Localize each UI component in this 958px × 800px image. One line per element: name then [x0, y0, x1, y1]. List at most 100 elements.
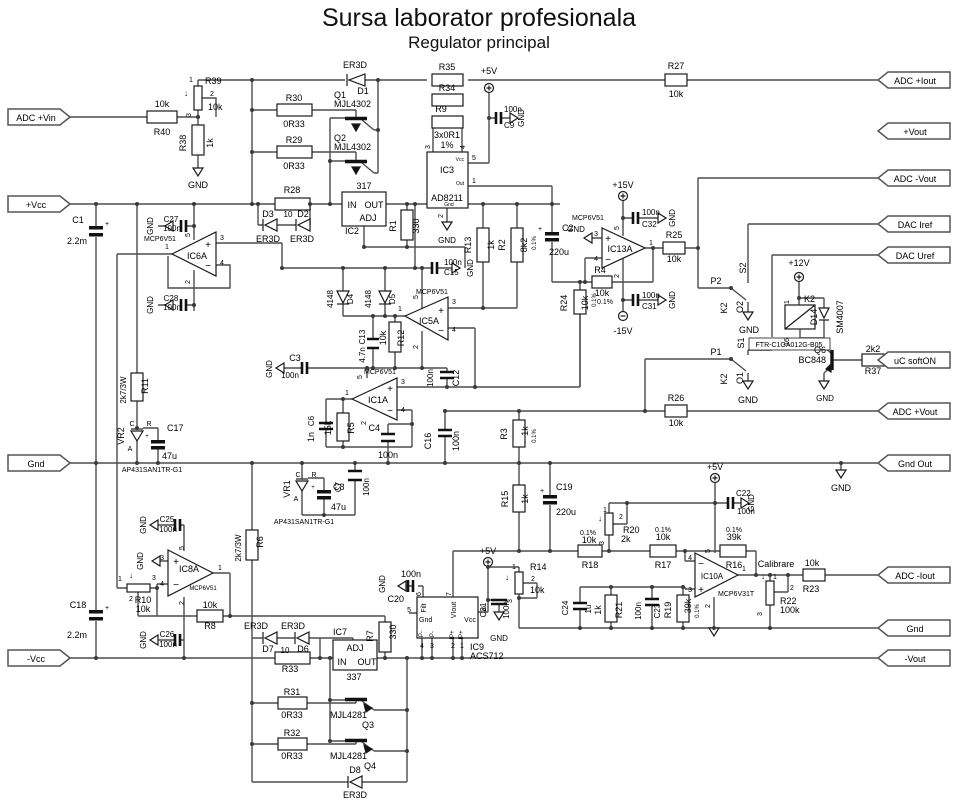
ic2-box — [341, 191, 387, 227]
c7-val: 100n — [362, 478, 371, 496]
c16-val: 100n — [451, 431, 461, 451]
r19-ref: R19 — [663, 602, 673, 619]
ic10a-pin3: 3 — [688, 587, 692, 594]
gnd-ic13: GND — [567, 225, 585, 234]
c23-ref: C23 — [653, 603, 662, 618]
c21-val: 100n — [502, 601, 511, 619]
q6-val: BC848 — [798, 355, 826, 365]
ic8a-ref: IC8A — [179, 564, 199, 574]
c23-val: 100n — [634, 602, 643, 620]
ic9-viout: VIout — [451, 602, 458, 618]
term-adc-vin: ADC +Vin — [16, 113, 56, 123]
c4-ref: C4 — [368, 423, 380, 433]
vreg-vr1 — [294, 480, 310, 493]
ic8a-plus: + — [173, 557, 179, 568]
ic9-box — [416, 596, 479, 639]
d3-ref: D3 — [262, 209, 274, 219]
r20-arrow: ↓ — [598, 514, 602, 523]
r4-val: 10k — [595, 288, 610, 298]
r18-tol: 0.1% — [580, 530, 596, 537]
ic10a-pin4: 4 — [688, 555, 692, 562]
ap431-2: AP431SAN1TR-G1 — [122, 467, 182, 474]
resistor-r1 — [400, 209, 414, 241]
ic8a-pin4: 4 — [160, 581, 164, 588]
ic9-filt: Filt — [421, 603, 428, 612]
terminal-adc-vin — [7, 108, 72, 126]
ic5a-minus: − — [438, 326, 444, 337]
ic8a-pin2: 2 — [179, 601, 186, 605]
resistor-r4 — [591, 275, 613, 289]
r31-ref: R31 — [284, 687, 301, 697]
c8-plus: + — [311, 485, 315, 491]
resistor-r11 — [130, 372, 144, 402]
calibrare: Calibrare — [758, 559, 795, 569]
term-adc-vout-pos: ADC +Vout — [893, 407, 938, 417]
opamp-ic10a — [694, 552, 740, 598]
d3-val: ER3D — [256, 234, 281, 244]
terminal-adc-iout-neg — [876, 566, 951, 584]
opamp-ic1a — [350, 377, 398, 421]
ic13a-ref: IC13A — [607, 244, 632, 254]
resistor-r23 — [802, 568, 826, 582]
r39-pin2: 2 — [210, 91, 214, 98]
resistor-r17 — [649, 544, 677, 558]
vr1-c: C — [295, 472, 300, 479]
r30-val: 0R33 — [283, 119, 305, 129]
electrolytic-caps — [89, 226, 559, 621]
resistor-r29 — [276, 145, 313, 159]
term-adc-iout-pos: ADC +Iout — [894, 76, 936, 86]
vr2-a: A — [128, 446, 133, 453]
r10-ref: R10 — [135, 595, 152, 605]
ic2-adj: ADJ — [359, 213, 376, 223]
c17-plus: + — [145, 434, 149, 440]
r20-ref: R20 — [623, 525, 640, 535]
ic1a-pin4: 4 — [401, 407, 405, 414]
ic3-out: Out — [456, 181, 465, 187]
c20-val: 100n — [401, 569, 421, 579]
r19-tol: 0.1% — [695, 604, 701, 618]
gnd-icon-o1 — [741, 380, 755, 391]
r8-ref: R8 — [204, 621, 216, 631]
resistor-r8 — [196, 609, 224, 623]
gnd-c21: GND — [490, 634, 508, 643]
r22-pin2: 2 — [790, 585, 794, 592]
s1-lbl: S1 — [736, 337, 746, 348]
schematic-subtitle: Regulator principal — [408, 33, 550, 52]
r1-ref: R1 — [388, 220, 398, 232]
r19-val: 39k — [683, 598, 693, 613]
c1-val: 2.2m — [67, 236, 87, 246]
gnd-c28: GND — [146, 296, 155, 314]
opamp-ic6a — [170, 231, 217, 277]
r30-ref: R30 — [286, 93, 303, 103]
gnd-c32: GND — [668, 209, 677, 227]
r14-val: 10k — [530, 585, 545, 595]
c24-ref: C24 — [561, 600, 570, 615]
relay-val: FTR-C1GA012G-B05 — [756, 342, 823, 349]
gnd-c9: GND — [517, 109, 526, 127]
vreg-vr2 — [129, 430, 145, 443]
q1-ref: Q1 — [334, 90, 346, 100]
k2-pin1: 1 — [784, 300, 791, 304]
resistor-r30 — [276, 103, 313, 117]
r34-ref: R34 — [439, 83, 456, 93]
k2-coil-ref: K2 — [804, 294, 815, 304]
ic9-pin8: 8 — [482, 606, 486, 613]
ic2-ref: IC2 — [345, 226, 359, 236]
terminal-adc-vout-pos — [876, 402, 951, 420]
terminal-dac-iref — [876, 215, 951, 233]
r32-ref: R32 — [284, 728, 301, 738]
r7-val: 330 — [388, 624, 398, 639]
ic13a-plus: + — [605, 234, 611, 245]
r14-ref: R14 — [530, 562, 547, 572]
d2-val: ER3D — [290, 234, 315, 244]
ic3-pin3: 3 — [425, 145, 432, 149]
r33-ref: R33 — [282, 664, 299, 674]
r3-ref: R3 — [499, 428, 509, 440]
r35-ref: R35 — [439, 62, 456, 72]
resistor-r12 — [388, 321, 402, 353]
terminal-gnd-right — [876, 619, 951, 637]
relay-label-box — [748, 337, 831, 351]
r17-tol: 0.1% — [655, 527, 671, 534]
shunt-val: 3x0R1 — [434, 130, 460, 140]
diode-d5 — [378, 290, 392, 305]
